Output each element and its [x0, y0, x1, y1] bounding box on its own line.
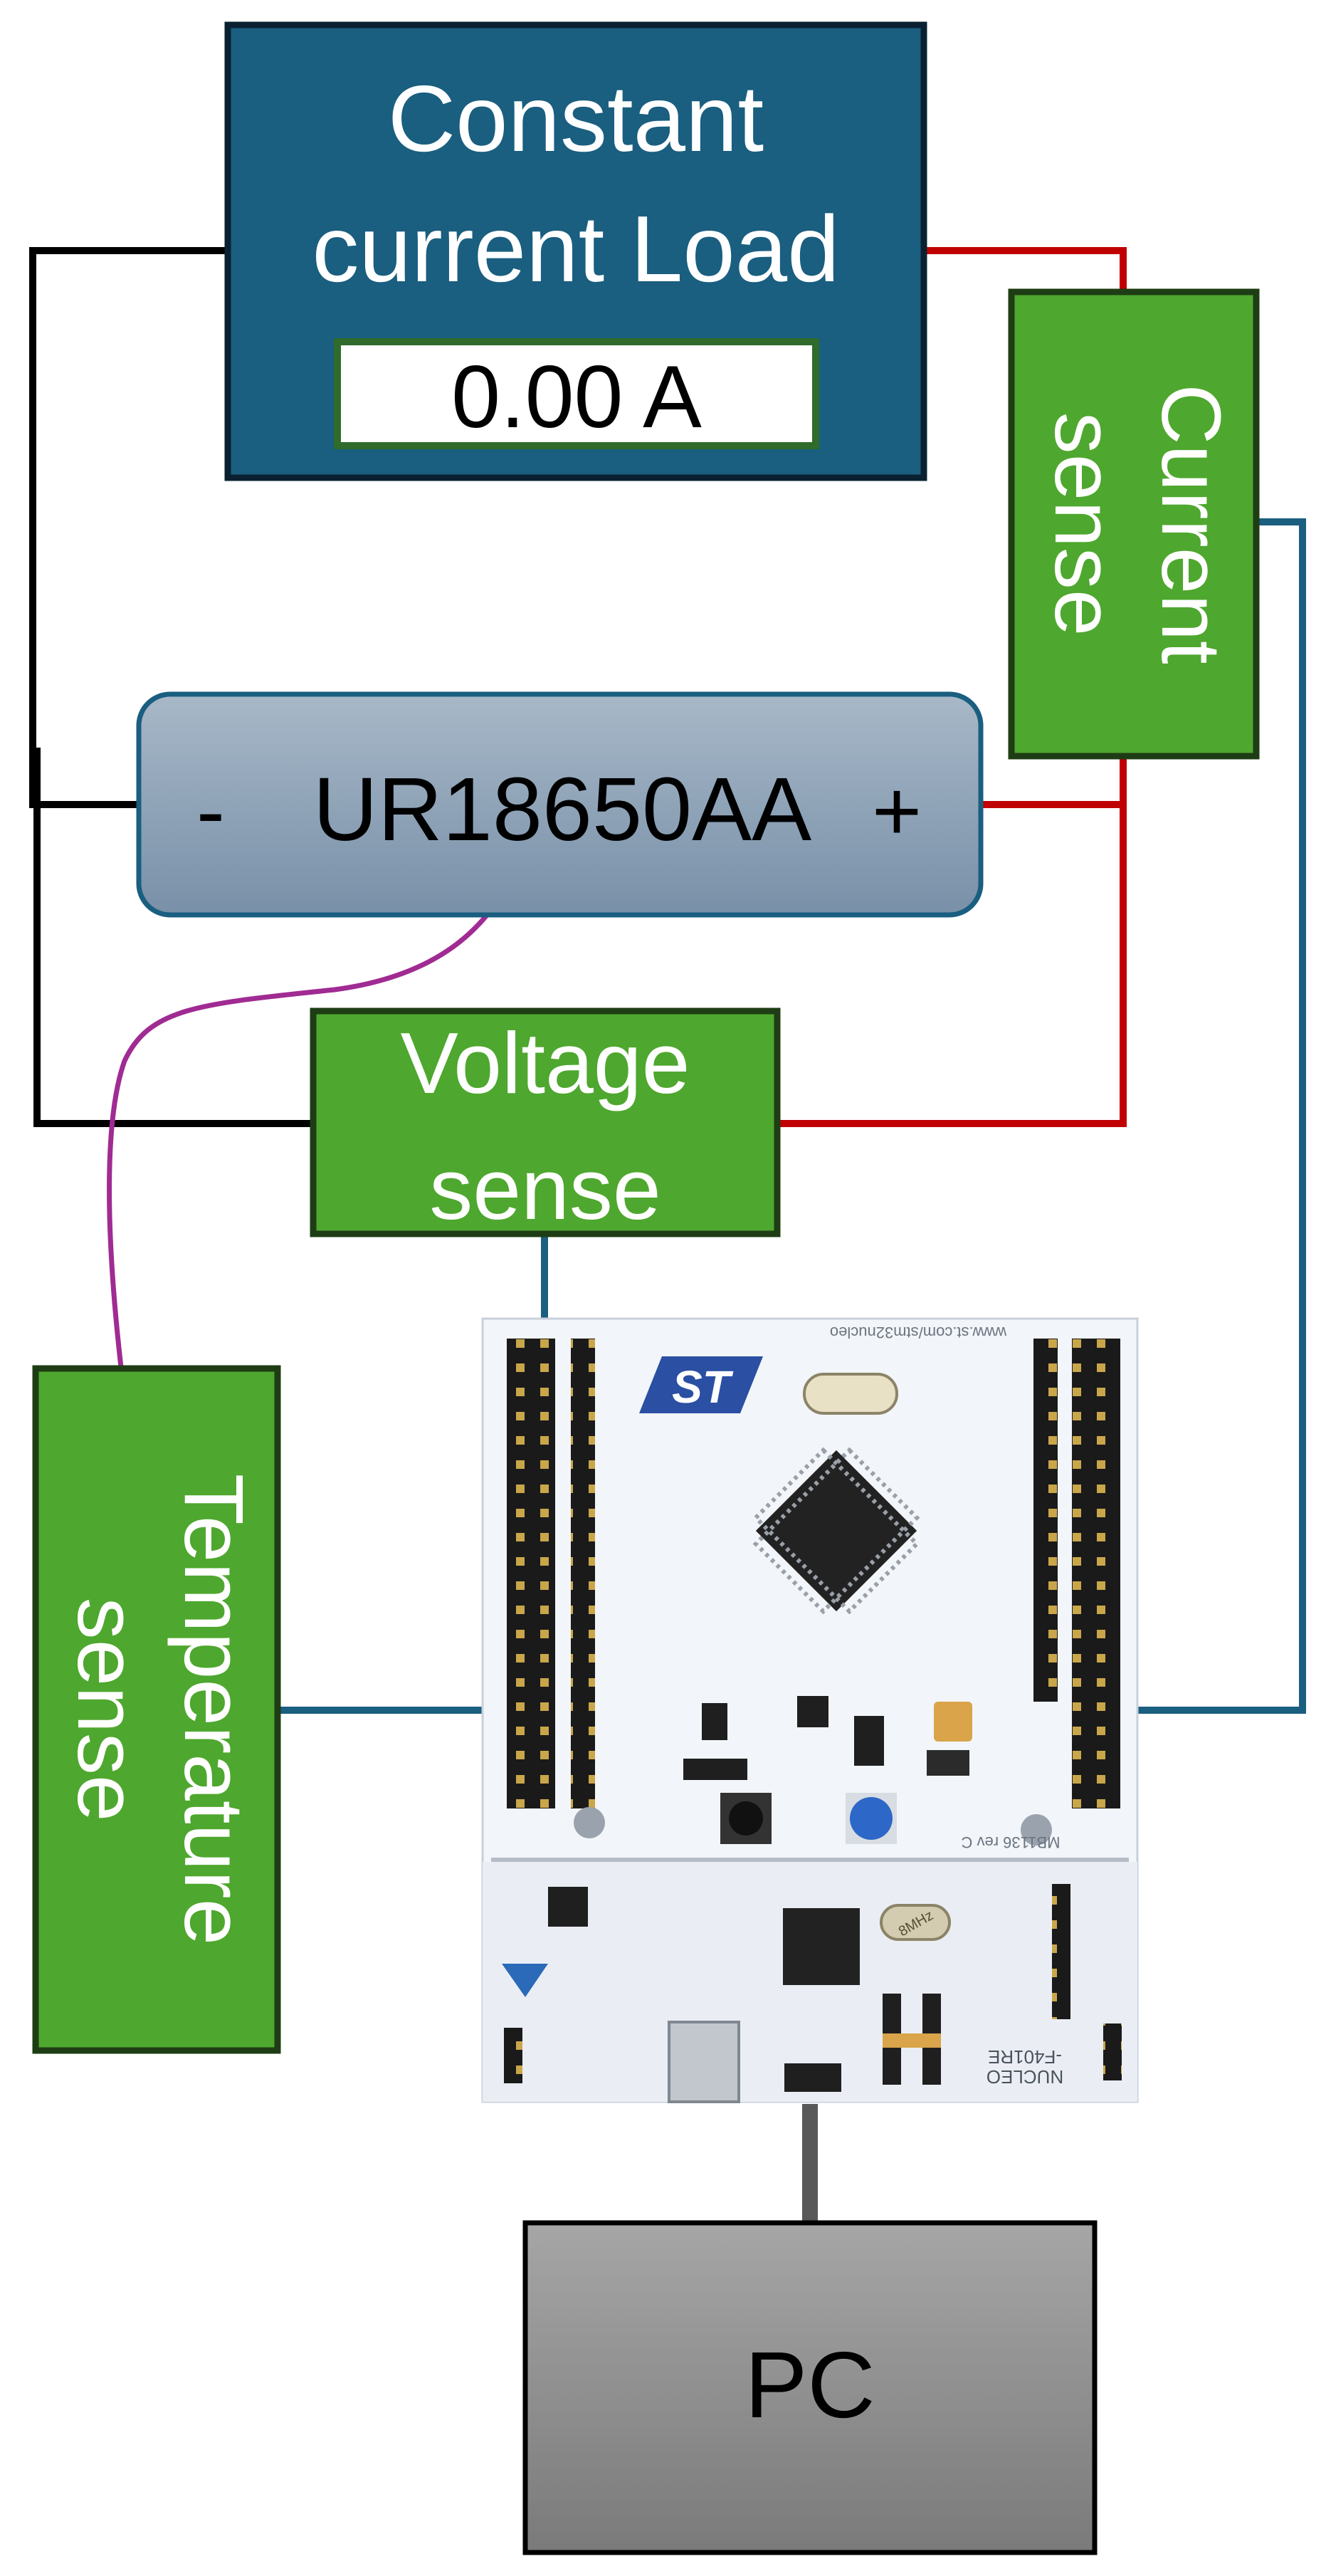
battery-model: UR18650AA: [313, 759, 811, 859]
load-title-line2: current Load: [312, 197, 839, 301]
negative-wires: [29, 247, 313, 1127]
right-outer-header: [1072, 1339, 1120, 1808]
voltage-sense-line1: Voltage: [400, 1015, 690, 1111]
temperature-sense-line2: sense: [60, 1598, 154, 1822]
current-sense-line1: Current: [1144, 384, 1238, 664]
constant-current-load: Constant current Load 0.00 A: [224, 21, 927, 481]
board-model-line2: -F401RE: [988, 2046, 1062, 2068]
load-reading: 0.00 A: [451, 348, 702, 446]
board-url: www.st.com/stm32nucleo: [830, 1324, 1007, 1341]
battery-minus-terminal: -: [196, 763, 225, 859]
pc-box: PC: [522, 2220, 1098, 2555]
pc-label: PC: [744, 2332, 875, 2437]
right-inner-header: [1033, 1339, 1058, 1702]
signal-wires: [278, 518, 1306, 1714]
left-inner-header: [571, 1339, 595, 1808]
svg-text:ST: ST: [672, 1361, 734, 1413]
board-revision: MB1136 rev C: [961, 1833, 1060, 1851]
left-outer-header: [507, 1339, 555, 1808]
st-logo: ST: [639, 1356, 763, 1413]
voltage-sense-line2: sense: [429, 1141, 661, 1237]
temperature-sense-line1: Temperature: [167, 1474, 261, 1945]
current-sense-module: Current sense: [1008, 288, 1260, 760]
positive-wires: [777, 247, 1127, 1127]
load-title-line1: Constant: [388, 66, 764, 171]
user-button: [850, 1797, 893, 1840]
temperature-sense-module: Temperature sense: [32, 1365, 281, 2054]
usb-mini-connector: [668, 2021, 740, 2103]
nucleo-board: ST www.st.com/stm32nucleo 8MHz: [481, 1317, 1139, 2103]
temperature-probe-wire: [107, 837, 531, 1368]
current-sense-line2: sense: [1037, 412, 1131, 637]
battery-cell: - UR18650AA +: [136, 691, 984, 918]
load-display: [334, 338, 819, 449]
battery-plus-terminal: +: [872, 763, 922, 859]
board-model-line1: NUCLEO: [986, 2066, 1063, 2088]
voltage-sense-module: Voltage sense: [310, 1007, 781, 1237]
